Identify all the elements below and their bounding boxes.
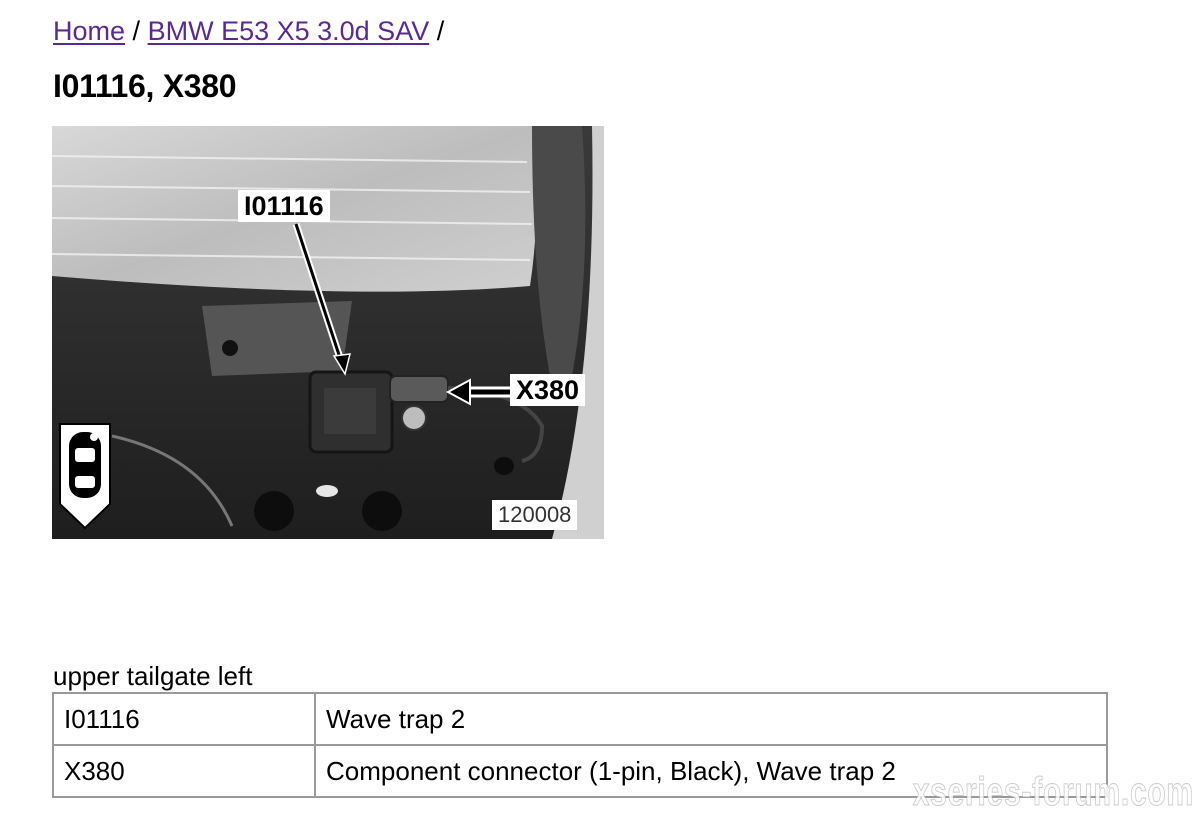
component-code-cell: X380 xyxy=(52,744,316,798)
breadcrumb-separator: / xyxy=(436,16,445,46)
table-row: I01116 Wave trap 2 xyxy=(52,692,1108,746)
breadcrumb-separator: / xyxy=(132,16,141,46)
component-description-cell: Wave trap 2 xyxy=(314,692,1108,746)
breadcrumb-model-link[interactable]: BMW E53 X5 3.0d SAV xyxy=(147,16,430,46)
callout-label-component: I01116 xyxy=(238,190,330,222)
site-watermark: xseries-forum.com xyxy=(912,770,1194,815)
page-title: I01116, X380 xyxy=(53,68,237,104)
table-row: X380 Component connector (1-pin, Black),… xyxy=(52,744,1108,798)
component-description-cell: Component connector (1-pin, Black), Wave… xyxy=(314,744,1108,798)
car-top-view-icon xyxy=(59,423,111,530)
breadcrumb: Home / BMW E53 X5 3.0d SAV / xyxy=(53,14,444,48)
figure-number: 120008 xyxy=(492,500,578,530)
breadcrumb-home-link[interactable]: Home xyxy=(53,16,126,46)
location-caption: upper tailgate left xyxy=(53,661,253,691)
callout-label-connector: X380 xyxy=(510,374,586,406)
component-code-cell: I01116 xyxy=(52,692,316,746)
wave-trap-module xyxy=(308,370,394,454)
component-location-photo: I01116 X380 120008 xyxy=(52,126,604,539)
component-legend-table: I01116 Wave trap 2 X380 Component connec… xyxy=(52,692,1108,798)
